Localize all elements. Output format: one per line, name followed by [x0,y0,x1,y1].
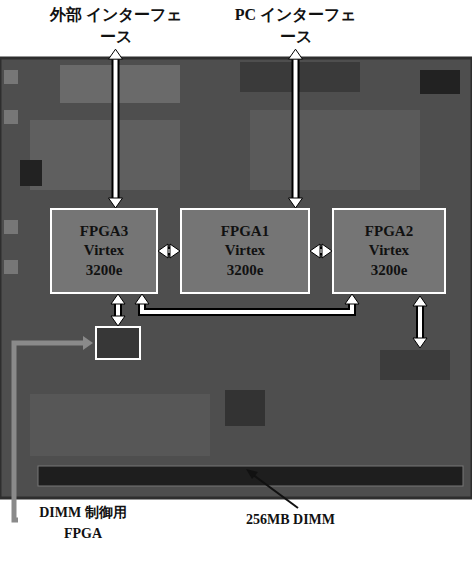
switch [4,220,18,234]
interface-label: PC インターフェース [228,4,363,47]
node-text: FPGA2 Virtex 3200e [353,222,425,281]
dimm-slot [38,466,463,486]
arrowhead [111,316,125,326]
component-area [30,120,180,190]
arrowhead [158,244,168,258]
component-area [30,394,210,456]
arrowhead [289,49,303,59]
bus-arrow [109,49,123,208]
arrowhead [322,244,332,258]
connector [240,62,360,92]
arrowhead [345,294,359,304]
fpga-box: FPGA2 Virtex 3200e [332,208,446,294]
seven-segment [20,160,42,186]
dimm-fpga-chip: DIMM 制御用 FPGA [95,326,141,360]
chip [225,390,265,426]
arrowhead [111,294,125,304]
part-label: 256MB DIMM [246,512,335,528]
bus-arrow [135,294,359,312]
bus-arrow [158,244,180,258]
bus-arrow [289,49,303,208]
bus-arrow [111,294,125,326]
arrowhead [109,49,123,59]
arrowhead [170,244,180,258]
node-text: FPGA1 Virtex 3200e [209,222,281,281]
pcb-edge [0,58,472,498]
dimm-fpga-leader [14,336,93,520]
interface-label: 外部 インターフェース [48,4,183,47]
chip [380,350,450,380]
fpga-box: FPGA3 Virtex 3200e [50,208,158,294]
switch [4,70,18,84]
node-text: FPGA3 Virtex 3200e [68,222,140,281]
pcb [0,58,472,498]
node-text: 外部 インターフェース [48,4,183,47]
seven-segment [420,70,460,94]
part-label: DIMM 制御用 FPGA [24,502,142,544]
component-area [250,110,420,190]
switch [4,110,18,124]
fpga2-down-arrow [413,296,427,348]
bus-arrow [310,244,332,258]
arrowhead [135,294,149,304]
arrowhead [310,244,320,258]
connector [60,65,180,103]
arrowhead [109,198,123,208]
node-text: PC インターフェース [228,4,363,47]
arrowhead [289,198,303,208]
fpga-box: FPGA1 Virtex 3200e [180,208,310,294]
switch [4,260,18,274]
dimm-leader [246,469,298,508]
